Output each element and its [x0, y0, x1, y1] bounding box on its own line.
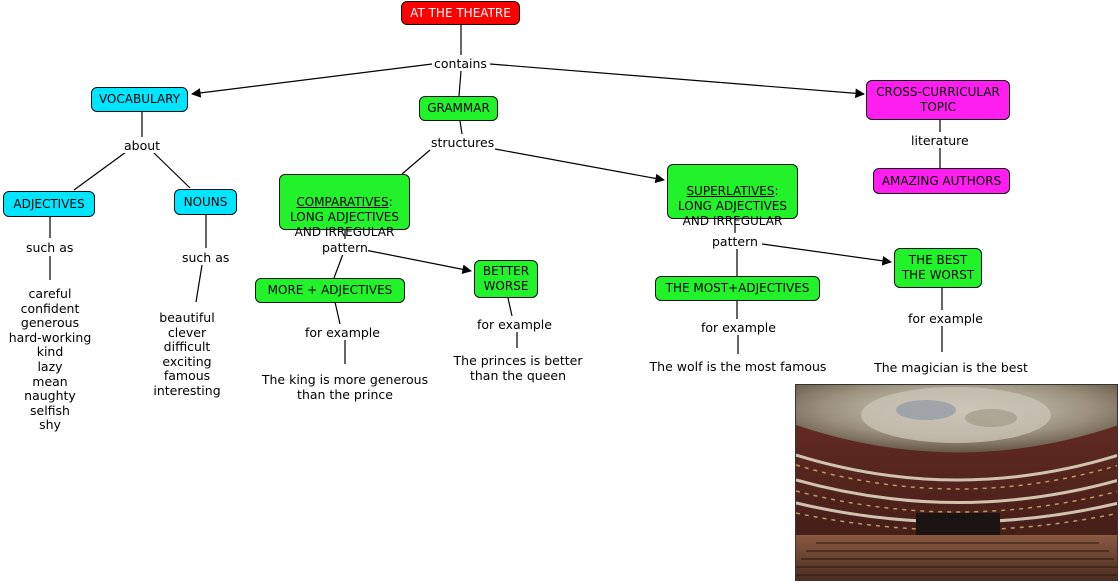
theatre-interior-photo — [795, 384, 1118, 581]
link-label-pattern-comparatives: pattern — [322, 240, 368, 255]
link-label-for-example-best: for example — [908, 311, 983, 326]
link-label-contains: contains — [434, 56, 487, 71]
node-at-the-theatre[interactable]: AT THE THEATRE — [401, 1, 520, 25]
node-superlatives[interactable]: SUPERLATIVES: LONG ADJECTIVES AND IRREGU… — [667, 164, 798, 228]
node-the-most-adjectives[interactable]: THE MOST+ADJECTIVES — [655, 276, 820, 301]
link-label-for-example-better: for example — [477, 317, 552, 332]
superlatives-title: SUPERLATIVES — [686, 184, 775, 198]
node-comparatives[interactable]: COMPARATIVES: LONG ADJECTIVES AND IRREGU… — [279, 174, 410, 239]
node-nouns[interactable]: NOUNS — [174, 189, 237, 215]
best-example-sentence: The magician is the best — [874, 360, 1028, 375]
comparatives-title: COMPARATIVES — [296, 195, 389, 209]
superlatives-detail: : LONG ADJECTIVES AND IRREGULAR — [677, 184, 788, 228]
link-label-for-example-more: for example — [305, 325, 380, 340]
node-cross-curricular-topic[interactable]: CROSS-CURRICULAR TOPIC — [866, 80, 1010, 120]
comparative-example-sentence: The king is more generous than the princ… — [261, 372, 429, 402]
node-vocabulary[interactable]: VOCABULARY — [91, 87, 188, 112]
node-adjectives[interactable]: ADJECTIVES — [3, 191, 95, 217]
link-label-such-as-nouns: such as — [182, 250, 230, 265]
node-amazing-authors[interactable]: AMAZING AUTHORS — [873, 168, 1010, 194]
adjectives-example-list: careful confident generous hard-working … — [8, 286, 92, 433]
link-label-such-as-adjectives: such as — [26, 240, 74, 255]
node-better-worse[interactable]: BETTER WORSE — [474, 260, 538, 298]
comparatives-detail: : LONG ADJECTIVES AND IRREGULAR — [289, 195, 400, 239]
link-label-literature: literature — [911, 133, 969, 148]
node-the-best-the-worst[interactable]: THE BEST THE WORST — [894, 248, 982, 288]
link-label-about: about — [124, 138, 161, 153]
better-example-sentence: The princes is better than the queen — [453, 353, 583, 383]
link-label-for-example-most: for example — [701, 320, 776, 335]
link-label-pattern-superlatives: pattern — [712, 234, 758, 249]
node-more-adjectives[interactable]: MORE + ADJECTIVES — [255, 278, 405, 303]
link-label-structures: structures — [431, 135, 495, 150]
node-grammar[interactable]: GRAMMAR — [419, 96, 498, 121]
nouns-example-list: beautiful clever difficult exciting famo… — [153, 310, 221, 398]
most-example-sentence: The wolf is the most famous — [649, 359, 827, 374]
